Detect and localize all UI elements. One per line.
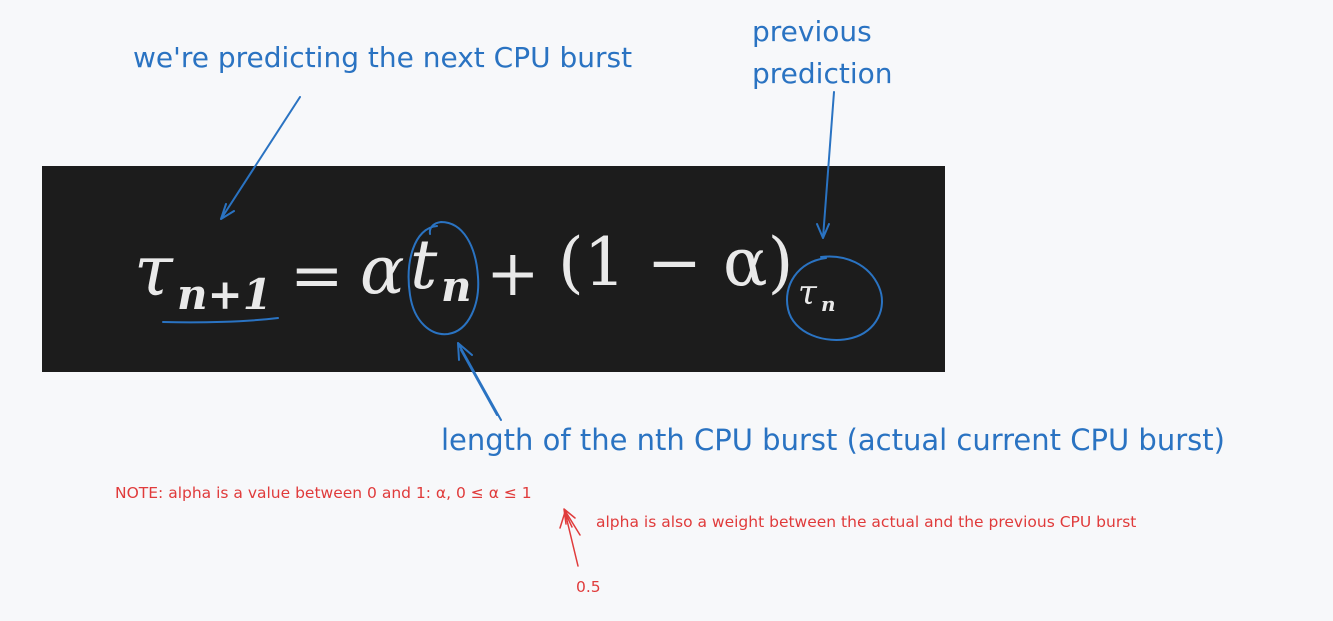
formula-subscript-next: n+1 [177,270,272,319]
formula-paren-expression: (1 − α) [558,224,794,301]
annotation-previous-line2: prediction [752,57,893,90]
formula-image: τ n+1 = α t n + (1 − α) τ n [42,166,945,372]
note-alpha-half: 0.5 [576,578,601,596]
note-alpha-weight: alpha is also a weight between the actua… [596,513,1137,531]
formula-equals: = [290,239,344,313]
formula-subscript-previous: n [821,292,836,316]
formula-tau-previous: τ [798,273,817,313]
arrow-alpha-half [559,511,579,567]
formula-subscript-n: n [441,262,472,311]
note-alpha-range: NOTE: alpha is a value between 0 and 1: … [115,484,532,502]
formula-tau: τ [134,230,173,312]
formula-plus: + [486,237,540,311]
annotation-length: length of the nth CPU burst (actual curr… [441,423,1225,457]
formula-t: t [410,226,438,305]
annotation-predicting: we're predicting the next CPU burst [133,41,633,74]
arrow-alpha-weight [563,508,581,536]
annotation-previous-line1: previous [752,15,872,48]
formula-alpha: α [360,232,405,309]
